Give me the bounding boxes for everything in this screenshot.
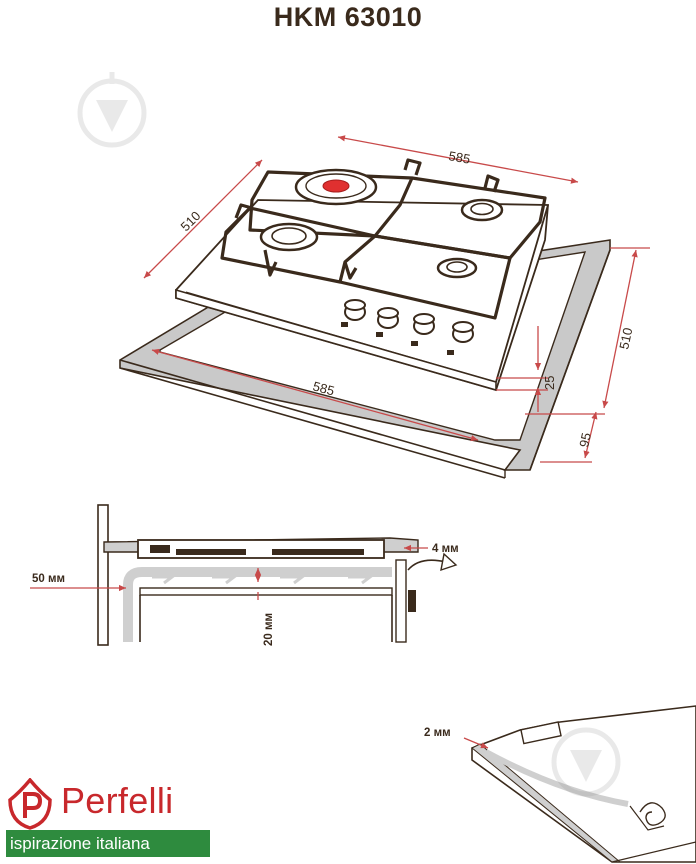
airflow-arrow-icon (152, 569, 373, 585)
perfelli-logo-icon (8, 778, 52, 830)
dim-cutout-width: 585 (311, 378, 336, 398)
dim-top-depth: 510 (178, 208, 204, 234)
watermark-drop-icon (77, 72, 147, 148)
knob-1 (341, 299, 366, 327)
watermark-drop-icon (551, 727, 621, 797)
knob-2 (376, 307, 399, 337)
seal-dimension-line (463, 737, 489, 749)
knob-4 (447, 321, 474, 355)
control-knobs (341, 299, 474, 355)
gap-50-label: 50 мм (32, 573, 65, 585)
dim-top-width: 585 (447, 148, 471, 167)
dimension-lines (143, 135, 650, 463)
dim-edge-depth: 25 (542, 376, 557, 390)
seal-2-label: 2 мм (424, 727, 451, 739)
product-model-title: HKM 63010 (273, 2, 423, 32)
installation-cross-section (97, 504, 419, 646)
gap-4-label: 4 мм (432, 543, 459, 555)
seal-detail (471, 705, 696, 863)
gas-burner-front-right (436, 257, 478, 279)
dim-front-offset: 95 (576, 431, 594, 448)
installation-dimension-lines (30, 544, 428, 600)
brand-logo: Perfelli ispirazione italiana (6, 776, 212, 862)
gas-burner-rear-right (460, 198, 504, 222)
gas-burner-large (259, 222, 319, 252)
brand-name: Perfelli (61, 780, 174, 821)
knob-3 (411, 313, 435, 346)
exhaust-arrow-icon (407, 559, 447, 571)
brand-tagline: ispirazione italiana (6, 830, 210, 857)
electric-hotplate (294, 168, 378, 206)
gap-20-label: 20 мм (263, 613, 275, 646)
dim-cutout-depth: 510 (616, 326, 635, 350)
